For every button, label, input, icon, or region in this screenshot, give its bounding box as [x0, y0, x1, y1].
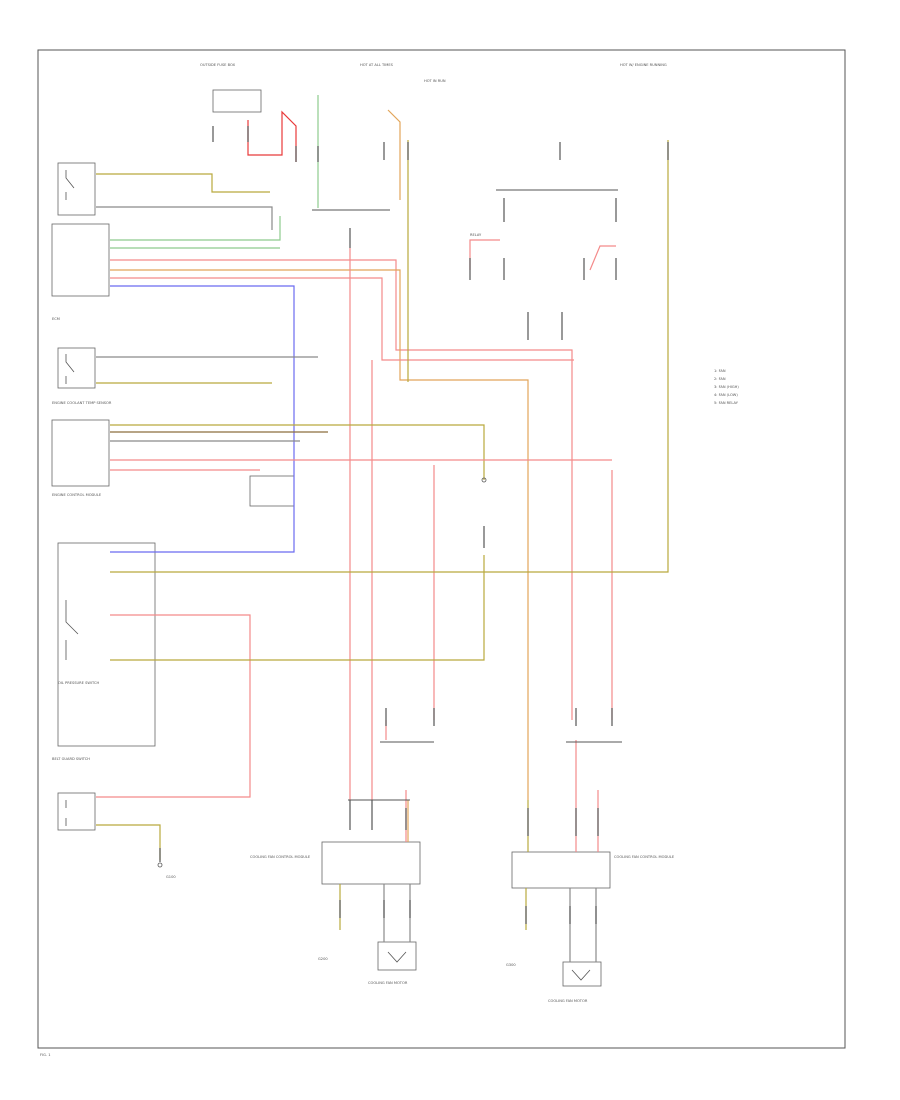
wire-yellow-switch — [96, 173, 270, 193]
cool-module-left-box — [321, 841, 421, 885]
wires — [96, 95, 669, 962]
legend-item-5: 5: FAN RELAY — [714, 401, 739, 405]
fan-motor-icon-right — [571, 969, 591, 981]
label-ecm-bottom: ENGINE CONTROL MODULE — [52, 493, 102, 497]
label-fuse-box-top: OUTSIDE FUSE BOX — [200, 63, 236, 67]
label-fan-motor-left: COOLING FAN MOTOR — [368, 981, 408, 985]
switch-icon-temp — [65, 354, 75, 384]
label-hot-all-times: HOT AT ALL TIMES — [360, 63, 394, 67]
label-cool-module-left: COOLING FAN CONTROL MODULE — [250, 855, 311, 859]
label-hot-in-run: HOT IN RUN — [424, 79, 446, 83]
label-ground-right: G300 — [506, 963, 516, 967]
label-belt-switch: BELT GUARD SWITCH — [52, 757, 90, 761]
cool-module-right-box — [511, 851, 611, 889]
switch-icon-oil — [65, 600, 79, 660]
wire-gray-switch — [96, 206, 273, 230]
switch-box-top-left — [57, 162, 96, 216]
switch-icon-top — [65, 170, 75, 200]
label-cool-module-right: COOLING FAN CONTROL MODULE — [614, 855, 675, 859]
label-ecm-top: ECM — [52, 317, 60, 321]
wire-pink-ecm-2 — [110, 277, 574, 361]
temp-sensor-box — [57, 347, 96, 389]
legend-item-4: 4: FAN (LOW) — [714, 393, 738, 397]
label-oil-switch: OIL PRESSURE SWITCH — [58, 681, 99, 685]
wire-pink-relay-left — [469, 239, 500, 270]
ecm-box-top — [51, 223, 110, 297]
label-hot-engine-running: HOT W/ ENGINE RUNNING — [620, 63, 667, 67]
label-footer: FIG. 1 — [40, 1053, 50, 1057]
wire-yellow-ecm-mid — [110, 424, 485, 480]
fan-motor-right-box — [562, 961, 602, 987]
fuse-box-top — [212, 89, 262, 113]
wire-orange-ecm — [110, 269, 529, 800]
fan-motor-left-box — [377, 941, 417, 971]
component-boxes — [51, 89, 611, 987]
wire-blue-ecm — [110, 285, 295, 553]
legend-item-2: 2: FAN — [714, 377, 726, 381]
wire-orange-top — [387, 109, 401, 200]
ground-icon-left — [157, 862, 163, 868]
wire-yellow-oil — [110, 555, 485, 661]
label-ground-left: G100 — [166, 875, 176, 879]
wire-yellow-belt — [96, 824, 161, 860]
legend-item-3: 3: FAN (HIGH) — [714, 385, 739, 389]
label-ground-mid: G200 — [318, 957, 328, 961]
wire-pink-oil — [96, 614, 251, 798]
switch-symbols — [65, 170, 591, 981]
oil-switch-box — [57, 542, 156, 747]
fan-motor-icon-left — [387, 951, 407, 963]
legend-item-1: 1: FAN — [714, 369, 726, 373]
wire-pink-ecm-1 — [110, 259, 573, 720]
wire-green-ecm — [110, 216, 281, 241]
ecm-box-mid — [51, 419, 110, 487]
label-fan-motor-right: COOLING FAN MOTOR — [548, 999, 588, 1003]
label-temp-sensor: ENGINE COOLANT TEMP SENSOR — [52, 401, 112, 405]
belt-switch-box — [57, 792, 96, 831]
labels: OUTSIDE FUSE BOX HOT AT ALL TIMES HOT IN… — [40, 63, 739, 1057]
wire-yellow-right-long — [110, 140, 669, 573]
splice-icon — [481, 477, 487, 483]
wire-red-top — [247, 110, 297, 162]
small-relay-box — [249, 475, 295, 507]
diagram-frame — [37, 49, 846, 1049]
wire-pink-relay-right — [589, 245, 616, 271]
connector-pins — [159, 126, 669, 924]
label-relay: RELAY — [470, 233, 482, 237]
